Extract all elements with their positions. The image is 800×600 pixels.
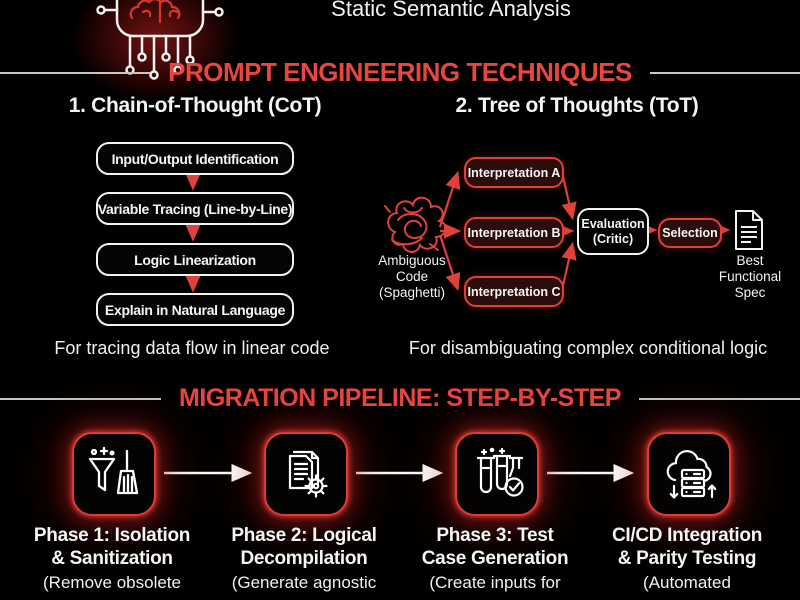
cot-caption: For tracing data flow in linear code <box>54 338 330 358</box>
phase3-title-line1: Phase 3: Test <box>436 525 554 546</box>
best-spec-line3: Spec <box>734 285 766 300</box>
interpretation-a-node: Interpretation A <box>464 157 564 188</box>
phase1-title-line2: & Sanitization <box>51 548 173 569</box>
cloud-server-icon <box>666 450 717 499</box>
test-tubes-icon <box>476 447 524 497</box>
phase2-icon-box <box>264 432 348 516</box>
divider-line <box>638 397 800 400</box>
page-title: Static Semantic Analysis <box>331 0 571 21</box>
document-gear-icon <box>288 450 328 498</box>
phase2-title-line2: Decompilation <box>240 548 368 569</box>
tot-caption: For disambiguating complex conditional l… <box>408 338 768 358</box>
chip-glow <box>48 0 263 120</box>
phase1-icon-box <box>72 432 156 516</box>
selection-node: Selection <box>658 218 722 248</box>
phase4-label: CI/CD Integration & Parity Testing (Auto… <box>592 524 782 593</box>
ambiguous-line2: Code <box>395 269 429 284</box>
cot-step-1: Input/Output Identification <box>96 142 294 175</box>
evaluation-node: Evaluation (Critic) <box>577 208 649 255</box>
phase1-label: Phase 1: Isolation & Sanitization (Remov… <box>17 524 207 593</box>
phase4-subtitle: (Automated <box>643 573 731 592</box>
phase2-title-line1: Phase 2: Logical <box>231 525 377 546</box>
divider-line <box>0 397 162 400</box>
phase3-icon-box <box>455 432 539 516</box>
phase4-icon-box <box>647 432 731 516</box>
ambiguous-code-label: Ambiguous Code (Spaghetti) <box>362 253 462 301</box>
phase3-label: Phase 3: Test Case Generation (Create in… <box>400 524 590 593</box>
phase3-subtitle: (Create inputs for <box>429 573 561 592</box>
phase2-subtitle: (Generate agnostic <box>231 573 377 592</box>
brain-icon <box>129 0 181 24</box>
best-spec-line2: Functional <box>718 269 782 284</box>
divider-line <box>649 71 800 74</box>
divider-line <box>0 71 151 74</box>
funnel-broom-icon <box>88 446 139 495</box>
phase3-title-line2: Case Generation <box>421 548 569 569</box>
pipeline-section-heading: MIGRATION PIPELINE: STEP-BY-STEP <box>0 384 800 413</box>
ai-chip-icon <box>96 0 224 80</box>
evaluation-line2: (Critic) <box>592 231 634 246</box>
phase4-title-line1: CI/CD Integration <box>611 525 763 546</box>
evaluation-line1: Evaluation <box>581 216 645 231</box>
ambiguous-line1: Ambiguous <box>378 253 446 268</box>
cot-step-3: Logic Linearization <box>96 243 294 276</box>
prompt-section-heading: PROMPT ENGINEERING TECHNIQUES <box>0 57 800 88</box>
cot-step-2: Variable Tracing (Line-by-Line) <box>96 192 294 225</box>
spaghetti-code-icon <box>384 196 447 253</box>
phase1-title-line1: Phase 1: Isolation <box>33 525 191 546</box>
cot-step-4: Explain in Natural Language <box>96 293 294 326</box>
interpretation-c-node: Interpretation C <box>464 276 564 307</box>
phase1-subtitle: (Remove obsolete <box>43 573 181 592</box>
cot-title: 1. Chain-of-Thought (CoT) <box>68 94 322 117</box>
interpretation-b-node: Interpretation B <box>464 217 564 248</box>
tot-title: 2. Tree of Thoughts (ToT) <box>455 94 699 117</box>
phase4-title-line2: & Parity Testing <box>617 548 757 569</box>
best-spec-line1: Best <box>736 253 764 268</box>
pipeline-heading-text: MIGRATION PIPELINE: STEP-BY-STEP <box>179 384 621 412</box>
phase2-label: Phase 2: Logical Decompilation (Generate… <box>209 524 399 593</box>
ambiguous-line3: (Spaghetti) <box>378 285 446 300</box>
document-icon <box>735 210 763 250</box>
prompt-heading-text: PROMPT ENGINEERING TECHNIQUES <box>168 57 632 87</box>
best-spec-label: Best Functional Spec <box>702 253 798 301</box>
